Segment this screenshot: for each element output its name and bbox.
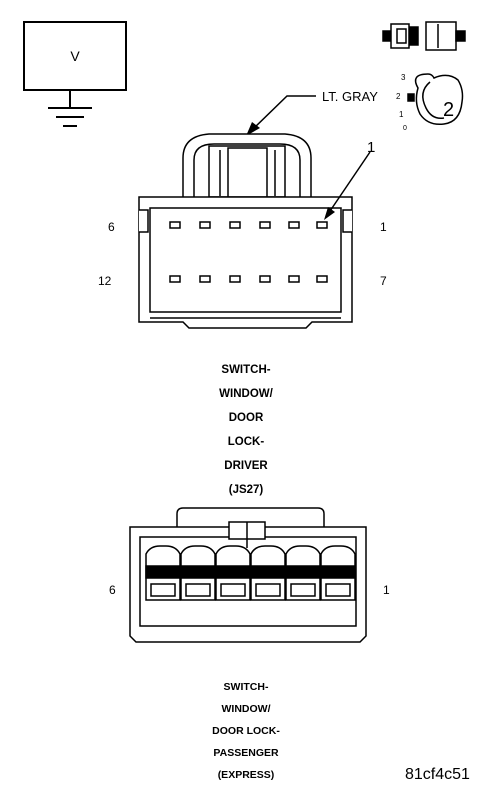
passenger-pin-6-label: 6 xyxy=(109,583,116,597)
position-2-label: 2 xyxy=(396,92,401,101)
driver-pin-12-label: 12 xyxy=(98,274,112,288)
caption-line: (JS27) xyxy=(228,484,264,496)
pin-1-arrowhead xyxy=(324,207,335,220)
wire-color-leader xyxy=(251,95,316,131)
driver-connector-cavities xyxy=(169,221,328,283)
wire-color-arrowhead xyxy=(246,122,260,136)
driver-connector-caption: SWITCH- WINDOW/ DOOR LOCK- DRIVER (JS27) xyxy=(146,358,346,502)
caption-line: (EXPRESS) xyxy=(217,769,275,781)
passenger-connector-terminals xyxy=(145,545,356,601)
caption-line: DOOR xyxy=(228,412,264,424)
driver-pin-7-label: 7 xyxy=(380,274,387,288)
caption-line: DOOR LOCK- xyxy=(212,725,280,737)
wire-color-label: LT. GRAY xyxy=(322,89,378,104)
caption-line: WINDOW/ xyxy=(219,388,273,400)
position-0-label: 0 xyxy=(403,125,407,132)
caption-line: SWITCH- xyxy=(223,681,269,693)
voltmeter-label: V xyxy=(70,48,80,64)
caption-line: DRIVER xyxy=(224,460,268,472)
voltmeter-symbol xyxy=(23,21,127,127)
position-3-label: 3 xyxy=(401,73,406,82)
passenger-connector-caption: SWITCH- WINDOW/ DOOR LOCK- PASSENGER (EX… xyxy=(146,676,346,786)
caption-line: PASSENGER xyxy=(213,747,279,759)
switch-key-label: 2 xyxy=(443,99,454,121)
passenger-pin-1-label: 1 xyxy=(383,583,390,597)
caption-line: WINDOW/ xyxy=(221,703,271,715)
position-1-label: 1 xyxy=(399,110,404,119)
driver-pin-6-label: 6 xyxy=(108,220,115,234)
pin-1-leader xyxy=(327,151,371,215)
pin-1-pointer-label: 1 xyxy=(367,139,375,156)
caption-line: SWITCH- xyxy=(221,364,271,376)
caption-line: LOCK- xyxy=(227,436,265,448)
driver-connector xyxy=(138,133,353,329)
figure-code: 81cf4c51 xyxy=(405,766,470,783)
position-switch-icon xyxy=(407,73,464,126)
driver-pin-1-label: 1 xyxy=(380,220,387,234)
connector-icon xyxy=(382,21,466,51)
